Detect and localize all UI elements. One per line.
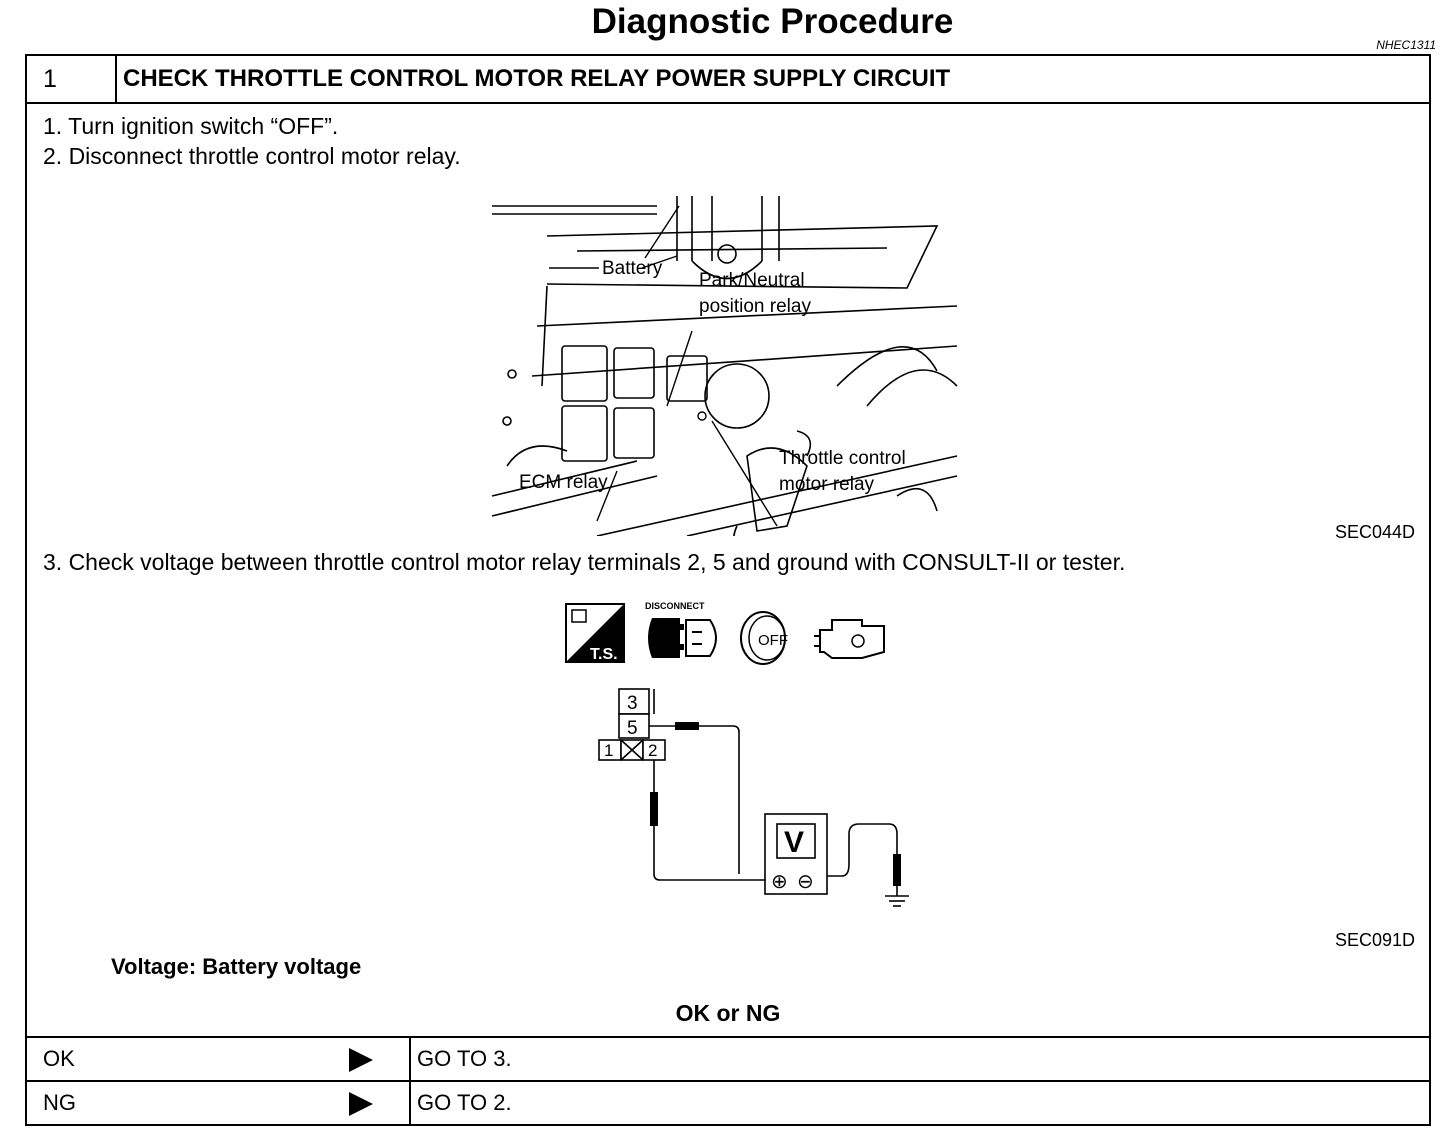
label-throttle-2: motor relay [779, 474, 875, 495]
disconnect-icon: DISCONNECT [645, 601, 717, 658]
ts-icon-label: T.S. [590, 646, 618, 663]
instruction-3: 3. Check voltage between throttle contro… [43, 549, 1126, 575]
arrow-right-icon [349, 1092, 373, 1116]
terminal-1-label: 1 [604, 741, 613, 760]
decision-heading: OK or NG [675, 1000, 781, 1026]
terminal-2-label: 2 [648, 741, 657, 760]
ignition-off-icon: OFF [740, 611, 788, 665]
step-title: CHECK THROTTLE CONTROL MOTOR RELAY POWER… [123, 65, 951, 92]
terminal-5-box [618, 713, 650, 739]
figure1-caption: SEC044D [1334, 522, 1415, 542]
label-park-neutral-1: Park/Neutral [699, 270, 805, 291]
ts-icon: T.S. [565, 603, 625, 663]
probe-ground [893, 854, 901, 886]
plus-terminal: ⊕ [771, 871, 788, 893]
row-divider [409, 1082, 411, 1124]
document-id: NHEC1311 [1376, 38, 1436, 52]
label-battery: Battery [602, 258, 663, 279]
result-key: NG [43, 1090, 76, 1115]
result-action: GO TO 3. [417, 1046, 512, 1071]
disconnect-icon-label: DISCONNECT [645, 601, 705, 611]
instruction-2: 2. Disconnect throttle control motor rel… [43, 143, 461, 169]
probe-top [675, 722, 699, 730]
label-ecm-relay: ECM relay [519, 472, 608, 493]
minus-terminal: ⊖ [797, 871, 814, 893]
result-action: GO TO 2. [417, 1090, 512, 1115]
result-row-ng: NG GO TO 2. [27, 1080, 1429, 1124]
probe-left [650, 792, 658, 826]
terminal-3-label: 3 [627, 693, 638, 714]
terminal-5-label: 5 [627, 718, 638, 739]
label-park-neutral-2: position relay [699, 296, 811, 317]
instruction-1: 1. Turn ignition switch “OFF”. [43, 113, 339, 139]
header-divider [115, 56, 117, 102]
voltmeter-label: V [784, 826, 804, 859]
row-divider [409, 1038, 411, 1080]
ignition-off-label: OFF [758, 632, 788, 649]
engine-icon [814, 619, 885, 659]
icon-strip: T.S. DISCONNECT OFF [565, 601, 885, 665]
result-row-ok: OK GO TO 3. [27, 1036, 1429, 1080]
label-throttle-1: Throttle control [779, 448, 906, 469]
voltage-check-figure: 3 5 1 2 V ⊕ ⊖ [598, 688, 909, 907]
relay-location-figure: Battery Park/Neutral position relay ECM … [491, 196, 958, 536]
page-title: Diagnostic Procedure [591, 2, 954, 41]
arrow-right-icon [349, 1048, 373, 1072]
step-header: 1 CHECK THROTTLE CONTROL MOTOR RELAY POW… [27, 56, 1429, 104]
specification: Voltage: Battery voltage [111, 954, 362, 979]
figure2-caption: SEC091D [1334, 930, 1415, 950]
step-number: 1 [43, 65, 57, 93]
result-key: OK [43, 1046, 75, 1071]
procedure-frame: 1 CHECK THROTTLE CONTROL MOTOR RELAY POW… [25, 54, 1431, 1126]
